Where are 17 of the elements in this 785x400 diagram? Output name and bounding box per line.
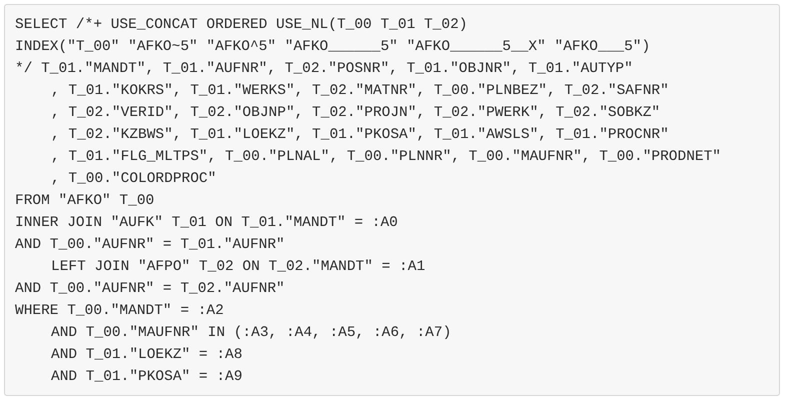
code-line: , T_00."COLORDPROC" — [51, 170, 216, 189]
code-line: AND T_01."LOEKZ" = :A8 — [51, 346, 242, 365]
code-line: WHERE T_00."MANDT" = :A2 — [15, 302, 224, 321]
code-line: AND T_00."AUFNR" = T_02."AUFNR" — [15, 280, 285, 299]
code-line: AND T_01."PKOSA" = :A9 — [51, 368, 242, 387]
code-line: AND T_00."MAUFNR" IN (:A3, :A4, :A5, :A6, :A7) — [51, 324, 452, 343]
code-line: LEFT JOIN "AFPO" T_02 ON T_02."MANDT" = :A1 — [51, 258, 426, 277]
code-line: SELECT /*+ USE_CONCAT ORDERED USE_NL(T_00 T_01 T_02) — [15, 16, 468, 35]
code-line: FROM "AFKO" T_00 — [15, 192, 154, 211]
code-line: , T_02."KZBWS", T_01."LOEKZ", T_01."PKOSA", T_01."AWSLS", T_01."PROCNR" — [51, 126, 669, 145]
code-line: , T_01."KOKRS", T_01."WERKS", T_02."MATNR", T_00."PLNBEZ", T_02."SAFNR" — [51, 82, 669, 101]
code-line: */ T_01."MANDT", T_01."AUFNR", T_02."POSNR", T_01."OBJNR", T_01."AUTYP" — [15, 60, 633, 79]
code-line: INDEX("T_00" "AFKO~5" "AFKO^5" "AFKO______5" "AFKO______5__X" "AFKO___5") — [15, 38, 650, 57]
code-line: AND T_00."AUFNR" = T_01."AUFNR" — [15, 236, 285, 255]
code-line: , T_02."VERID", T_02."OBJNP", T_02."PROJN", T_02."PWERK", T_02."SOBKZ" — [51, 104, 660, 123]
code-line: INNER JOIN "AUFK" T_01 ON T_01."MANDT" = :A0 — [15, 214, 398, 233]
code-line: , T_01."FLG_MLTPS", T_00."PLNAL", T_00."PLNNR", T_00."MAUFNR", T_00."PRODNET" — [51, 148, 722, 167]
